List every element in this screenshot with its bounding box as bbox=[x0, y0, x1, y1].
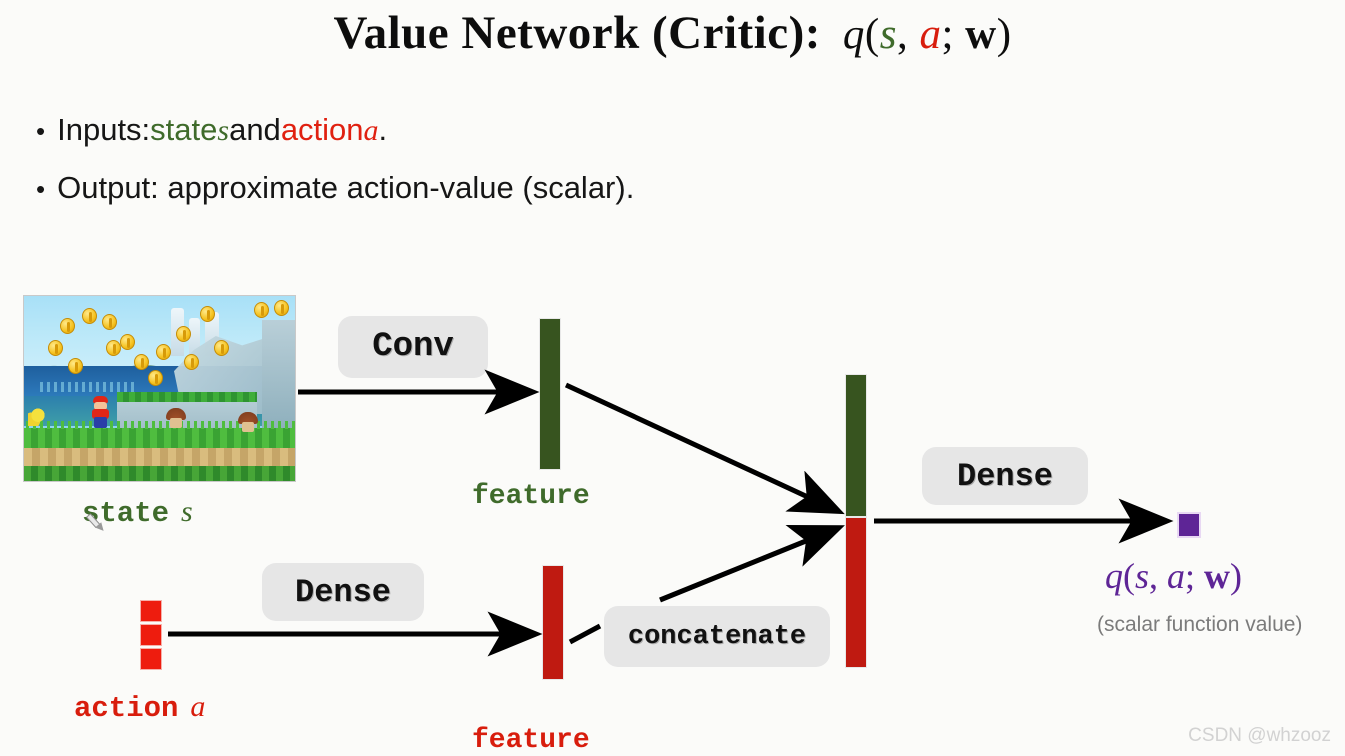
bullet-output-text: Output: approximate action-value (scalar… bbox=[57, 170, 635, 205]
goomba-cap bbox=[166, 408, 186, 420]
title-formula: q(s, a; w) bbox=[843, 11, 1012, 58]
rock-wall-right bbox=[262, 320, 295, 428]
op-box-dense-action-label: Dense bbox=[294, 573, 391, 611]
goomba-body bbox=[242, 422, 254, 432]
title-formula-s: s bbox=[879, 11, 897, 58]
op-box-dense-out-label: Dense bbox=[956, 457, 1053, 495]
goomba-cap bbox=[238, 412, 258, 424]
state-feature-label-text: feature bbox=[472, 481, 590, 512]
goomba-sprite bbox=[238, 412, 258, 432]
mario-face bbox=[94, 402, 107, 410]
coin-icon bbox=[176, 326, 191, 342]
coin-icon bbox=[120, 334, 135, 350]
bullet-inputs-state-word: state bbox=[150, 112, 218, 147]
action-input-cell bbox=[140, 624, 162, 646]
coin-icon bbox=[214, 340, 229, 356]
output-formula-close-paren: ) bbox=[1230, 556, 1243, 596]
action-feature-bar bbox=[542, 565, 564, 680]
watermark: CSDN @whzooz bbox=[1188, 725, 1331, 746]
output-note: (scalar function value) bbox=[1097, 613, 1302, 637]
bullet-inputs-action-word: action bbox=[280, 112, 364, 147]
coin-icon bbox=[102, 314, 117, 330]
output-scalar-square bbox=[1177, 512, 1201, 538]
title-formula-close-paren: ) bbox=[996, 11, 1012, 58]
mario-sprite bbox=[90, 396, 112, 430]
coin-icon bbox=[200, 306, 215, 322]
output-formula-a: a bbox=[1167, 556, 1186, 596]
mario-cap bbox=[93, 396, 108, 403]
coin-icon bbox=[106, 340, 121, 356]
action-label-symbol: a bbox=[190, 690, 206, 723]
op-box-conv-label: Conv bbox=[372, 328, 454, 366]
coin-icon bbox=[254, 302, 269, 318]
bullet-list: • Inputs: state s and action a . • Outpu… bbox=[36, 112, 634, 228]
goomba-body bbox=[170, 418, 182, 428]
output-formula-open-paren: ( bbox=[1123, 556, 1135, 596]
title-formula-open-paren: ( bbox=[864, 11, 880, 58]
action-input-cell bbox=[140, 648, 162, 670]
arrow-state-feature-to-concat bbox=[564, 382, 845, 515]
state-label-symbol: s bbox=[181, 495, 193, 528]
bullet-item-inputs: • Inputs: state s and action a . bbox=[36, 112, 634, 148]
coin-icon bbox=[156, 344, 171, 360]
title-main-text: Value Network (Critic): bbox=[333, 7, 821, 59]
op-box-dense-action[interactable]: Dense bbox=[262, 563, 424, 621]
bullet-inputs-action-symbol: a bbox=[363, 114, 379, 147]
coin-icon bbox=[134, 354, 149, 370]
flower-sprite bbox=[28, 408, 48, 426]
op-box-concatenate-label: concatenate bbox=[627, 621, 807, 652]
state-feature-bar bbox=[539, 318, 561, 470]
action-label-word: action bbox=[74, 692, 179, 725]
output-formula-comma: , bbox=[1149, 556, 1168, 596]
output-formula-s: s bbox=[1135, 556, 1150, 596]
dirt-layer bbox=[24, 448, 295, 468]
output-formula-w: w bbox=[1204, 556, 1231, 596]
state-feature-label: feature bbox=[472, 481, 590, 512]
mario-pants bbox=[94, 417, 107, 428]
grass-layer-upper bbox=[24, 421, 295, 450]
output-formula-q: q bbox=[1105, 556, 1123, 596]
title-formula-comma: , bbox=[896, 11, 920, 58]
concat-bar-state-part bbox=[845, 374, 867, 517]
output-formula: q(s, a; w) bbox=[1105, 555, 1242, 597]
action-feature-label: feature bbox=[472, 725, 590, 756]
coin-icon bbox=[148, 370, 163, 386]
bullet-inputs-conjunction: and bbox=[229, 112, 281, 147]
goomba-sprite bbox=[166, 408, 186, 428]
tower-shape bbox=[189, 318, 200, 356]
coin-icon bbox=[184, 354, 199, 370]
bullet-marker: • bbox=[36, 116, 46, 146]
op-box-concatenate[interactable]: concatenate bbox=[604, 606, 830, 667]
action-feature-label-text: feature bbox=[472, 725, 590, 756]
op-box-dense-out[interactable]: Dense bbox=[922, 447, 1088, 505]
bullet-inputs-period: . bbox=[378, 112, 388, 147]
connector-action-feature-to-concat-box bbox=[568, 623, 602, 645]
bullet-inputs-prefix: Inputs: bbox=[57, 112, 151, 147]
bullet-item-output: • Output: approximate action-value (scal… bbox=[36, 170, 634, 206]
coin-icon bbox=[274, 300, 289, 316]
output-formula-semicolon: ; bbox=[1185, 556, 1205, 596]
title-formula-a: a bbox=[919, 11, 942, 58]
title-formula-w: w bbox=[965, 11, 997, 58]
mario-shirt bbox=[92, 409, 109, 419]
title-formula-q: q bbox=[842, 11, 865, 58]
title-formula-semicolon: ; bbox=[941, 11, 966, 58]
op-box-conv[interactable]: Conv bbox=[338, 316, 488, 378]
output-note-text: (scalar function value) bbox=[1097, 613, 1303, 636]
state-input-image bbox=[23, 295, 296, 482]
arrow-concat-box-to-concat-bar bbox=[659, 524, 845, 603]
coin-icon bbox=[82, 308, 97, 324]
coin-icon bbox=[60, 318, 75, 334]
coin-icon bbox=[68, 358, 83, 374]
concat-bar-action-part bbox=[845, 517, 867, 668]
coin-icon bbox=[48, 340, 63, 356]
action-input-cell bbox=[140, 600, 162, 622]
grass-layer-lower bbox=[24, 466, 295, 481]
bullet-marker: • bbox=[36, 174, 46, 204]
page-title: Value Network (Critic): q(s, a; w) bbox=[0, 6, 1345, 60]
bullet-inputs-state-symbol: s bbox=[217, 114, 230, 147]
water-texture bbox=[40, 382, 136, 392]
